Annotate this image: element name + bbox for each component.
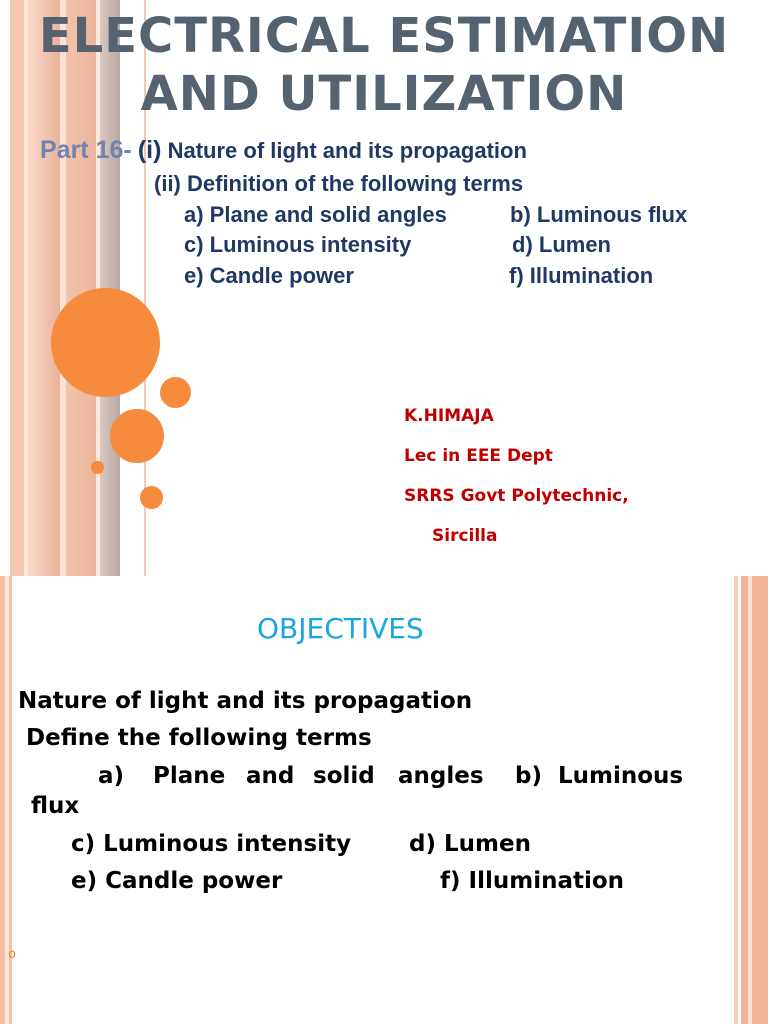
decor-stripe: [66, 0, 96, 576]
objective-term-b-wrap: flux: [31, 793, 80, 819]
author-city: Sircilla: [432, 526, 498, 546]
objective-term-a-word: solid: [313, 763, 375, 789]
decor-circle-tiny: [91, 461, 104, 474]
term-a: a) Plane and solid angles: [184, 202, 447, 227]
objective-term-a-word: and: [246, 763, 295, 789]
part-i-number: (i): [137, 136, 162, 164]
term-f: f) Illumination: [509, 263, 654, 288]
decor-stripe: [60, 0, 66, 576]
decor-stripe: [120, 0, 144, 576]
decor-stripe: [752, 576, 768, 1024]
decor-stripe: [748, 576, 752, 1024]
decor-circle-large: [51, 288, 160, 397]
term-e: e) Candle power: [184, 263, 354, 288]
title-line-1: ELECTRICAL ESTIMATION: [38, 8, 730, 64]
decor-stripe: [734, 576, 738, 1024]
decor-circle-medium: [110, 409, 164, 463]
term-c: c) Luminous intensity: [184, 232, 412, 257]
objective-2: Define the following terms: [26, 725, 372, 751]
part-ii-line: (ii) Definition of the following terms: [154, 171, 524, 196]
term-d: d) Lumen: [512, 232, 611, 257]
title-line-2: AND UTILIZATION: [140, 66, 628, 122]
decor-stripe: [24, 0, 28, 576]
decor-stripe: [738, 576, 741, 1024]
term-b: b) Luminous flux: [510, 202, 688, 227]
objective-term-b: b): [515, 763, 542, 789]
objective-term-b-word: Luminous: [558, 763, 684, 789]
objective-term-a: a): [98, 763, 125, 789]
decor-stripe: [0, 0, 10, 576]
footer-mark: o: [8, 947, 16, 962]
objective-term-c: c) Luminous intensity: [71, 831, 352, 857]
part-label: Part 16-: [40, 136, 132, 164]
author-institution: SRRS Govt Polytechnic,: [404, 486, 629, 506]
title-slide: ELECTRICAL ESTIMATION AND UTILIZATION Pa…: [0, 0, 730, 576]
author-name: K.HIMAJA: [404, 406, 494, 426]
decor-stripe: [144, 0, 146, 576]
objective-1: Nature of light and its propagation: [18, 688, 473, 714]
objective-term-e: e) Candle power: [71, 868, 283, 894]
objectives-slide: OBJECTIVES Nature of light and its propa…: [0, 576, 768, 1024]
decor-stripe: [5, 576, 9, 1024]
objective-term-f: f) Illumination: [440, 868, 625, 894]
decor-circle-small: [160, 377, 191, 408]
objective-term-d: d) Lumen: [409, 831, 531, 857]
decor-stripe: [28, 0, 60, 576]
objectives-heading: OBJECTIVES: [257, 612, 424, 645]
objective-term-a-word: angles: [398, 763, 484, 789]
decor-stripe: [9, 576, 12, 1024]
objective-term-a-word: Plane: [153, 763, 226, 789]
decor-stripe: [741, 576, 748, 1024]
decor-stripe: [10, 0, 24, 576]
decor-circle-small: [140, 486, 163, 509]
part-i-line: Part 16- (i) Nature of light and its pro…: [40, 136, 527, 165]
decor-stripe: [0, 576, 5, 1024]
part-i-text: Nature of light and its propagation: [167, 138, 527, 163]
author-role: Lec in EEE Dept: [404, 446, 553, 466]
